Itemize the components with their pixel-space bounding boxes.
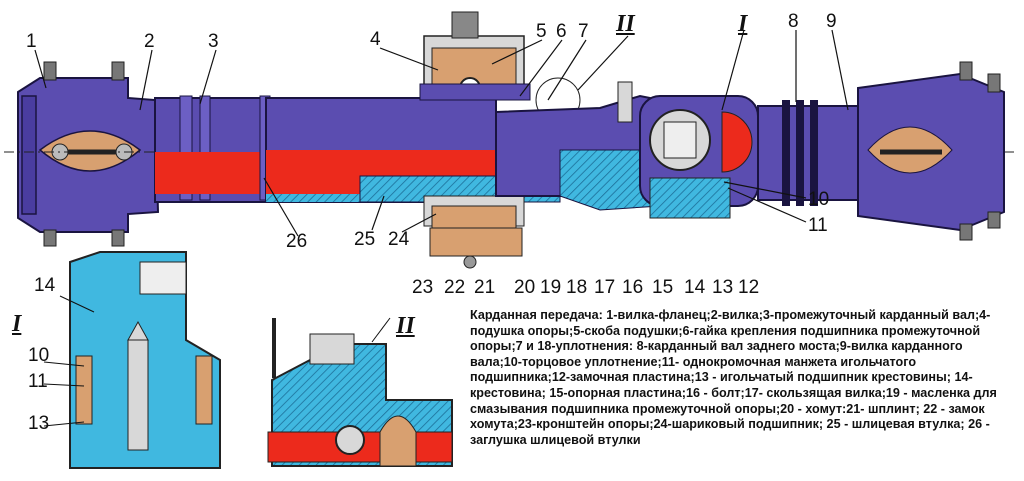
detail-callout-14: 14: [34, 275, 56, 296]
callout-6: 6: [556, 21, 567, 42]
callout-18: 18: [566, 277, 588, 298]
callout-7: 7: [578, 21, 589, 42]
slip-yoke: [495, 81, 661, 211]
detail-callout-13: 13: [28, 413, 50, 434]
center-support: [419, 11, 581, 269]
callout-14: 14: [684, 277, 706, 298]
callout-5: 5: [536, 21, 547, 42]
callout-8: 8: [788, 11, 799, 32]
detail-I: [43, 251, 221, 469]
callout-17: 17: [594, 277, 616, 298]
callout-9: 9: [826, 11, 837, 32]
detail-callout-11: 11: [28, 371, 48, 392]
detail-marker-II-main: II: [616, 11, 635, 37]
callout-3: 3: [208, 31, 219, 52]
callout-26: 26: [286, 231, 308, 252]
callout-23: 23: [412, 277, 434, 298]
callout-21: 21: [474, 277, 496, 298]
detail-marker-I-main: I: [738, 11, 748, 37]
detail-II: [267, 317, 453, 467]
callout-12: 12: [738, 277, 760, 298]
callout-25: 25: [354, 229, 376, 250]
detail-title-II: II: [396, 313, 415, 339]
callout-22: 22: [444, 277, 466, 298]
callout-2: 2: [144, 31, 155, 52]
callout-10: 10: [808, 189, 830, 210]
diagram-caption: Карданная передача: 1-вилка-фланец;2-вил…: [470, 308, 997, 447]
callout-15: 15: [652, 277, 674, 298]
flange-yoke-left: [4, 61, 1018, 247]
callout-19: 19: [540, 277, 562, 298]
callout-4: 4: [370, 29, 381, 50]
callout-24: 24: [388, 229, 410, 250]
callout-20: 20: [514, 277, 536, 298]
intermediate-shaft: [154, 95, 561, 203]
flange-yoke-right: [857, 61, 1005, 241]
detail-callout-10: 10: [28, 345, 50, 366]
universal-joint-I: [639, 95, 759, 219]
callout-1: 1: [26, 31, 37, 52]
leader-lines: [34, 29, 849, 237]
detail-title-I: I: [12, 311, 22, 337]
callout-13: 13: [712, 277, 734, 298]
callout-16: 16: [622, 277, 644, 298]
callout-11: 11: [808, 215, 828, 236]
